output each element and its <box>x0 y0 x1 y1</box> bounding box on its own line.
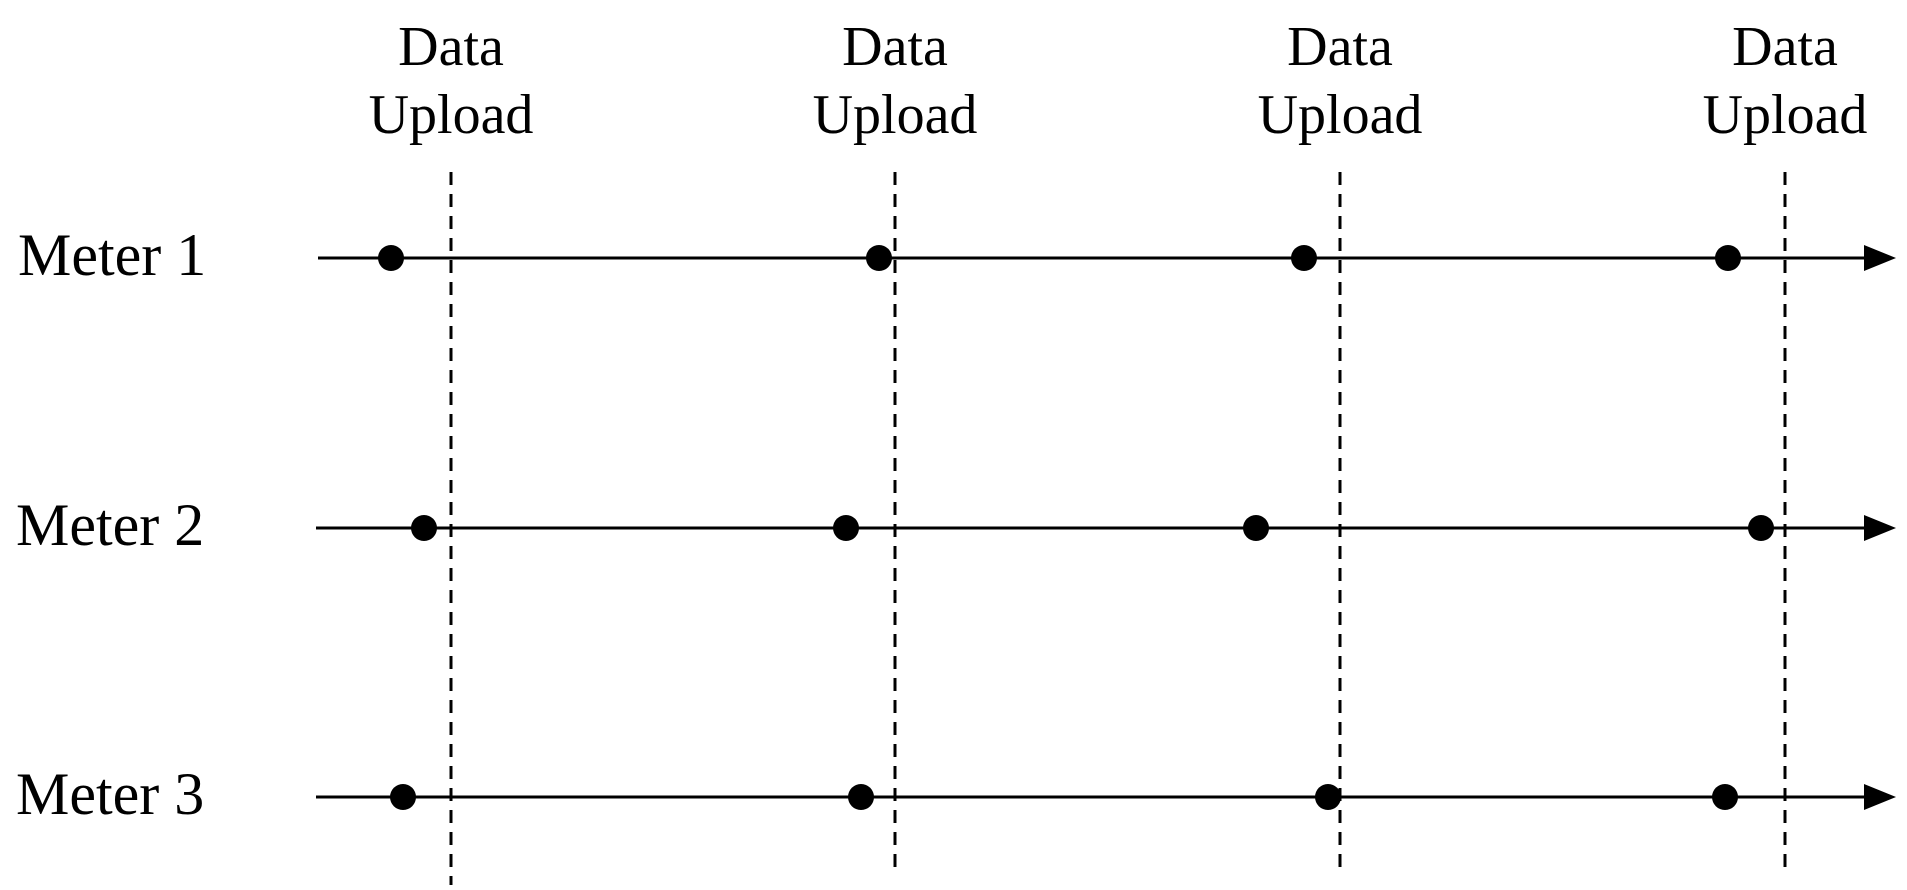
meter-2-label: Meter 2 <box>16 492 204 558</box>
upload-header-2-line2: Upload <box>813 84 978 146</box>
meter-1-reading-4 <box>1715 245 1741 271</box>
upload-header-2-line1: Data <box>842 16 948 78</box>
meter-1-arrowhead <box>1864 245 1896 271</box>
upload-header-3: Data Upload <box>1258 16 1423 146</box>
meter-2-reading-2 <box>833 515 859 541</box>
meter-2-arrowhead <box>1864 515 1896 541</box>
upload-header-3-line1: Data <box>1287 16 1393 78</box>
upload-header-4-line1: Data <box>1732 16 1838 78</box>
upload-header-4: Data Upload <box>1703 16 1868 146</box>
meter-2-reading-1 <box>411 515 437 541</box>
meter-3-reading-4 <box>1712 784 1738 810</box>
meter-3-reading-2 <box>848 784 874 810</box>
meter-1-reading-3 <box>1291 245 1317 271</box>
meter-1-reading-2 <box>866 245 892 271</box>
meter-2-reading-4 <box>1748 515 1774 541</box>
upload-header-1-line1: Data <box>398 16 504 78</box>
meter-3-label: Meter 3 <box>16 761 204 827</box>
meter-1-reading-1 <box>378 245 404 271</box>
meter-3-arrowhead <box>1864 784 1896 810</box>
upload-header-1: Data Upload <box>369 16 534 146</box>
meter-1-label: Meter 1 <box>18 222 206 288</box>
upload-header-2: Data Upload <box>813 16 978 146</box>
upload-header-3-line2: Upload <box>1258 84 1423 146</box>
meter-3-reading-1 <box>390 784 416 810</box>
meter-2-row: Meter 2 <box>16 492 1896 558</box>
upload-header-1-line2: Upload <box>369 84 534 146</box>
meter-1-row: Meter 1 <box>18 222 1896 288</box>
meter-2-reading-3 <box>1243 515 1269 541</box>
upload-header-4-line2: Upload <box>1703 84 1868 146</box>
meter-3-row: Meter 3 <box>16 761 1896 827</box>
meter-3-reading-3 <box>1315 784 1341 810</box>
